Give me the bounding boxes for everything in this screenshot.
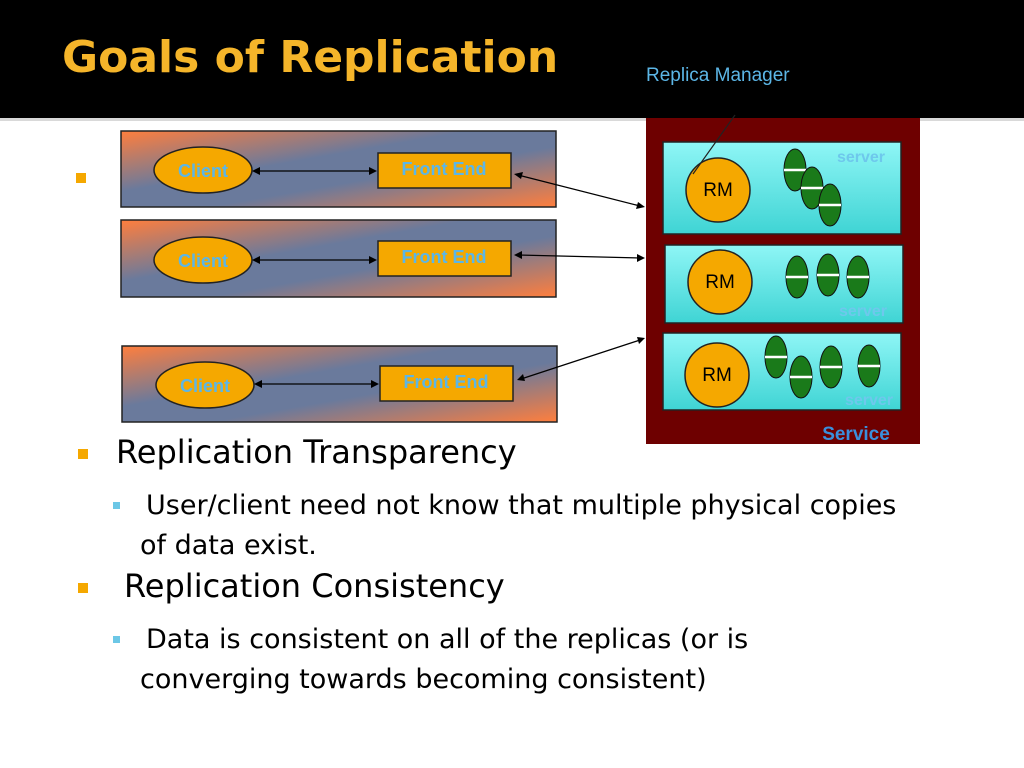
front-end-box — [377, 240, 512, 277]
service-label: Service — [822, 424, 890, 445]
client-panel-1: Client Front End — [120, 130, 557, 208]
bullet-icon — [76, 173, 86, 183]
rm-circle — [687, 249, 753, 315]
title-divider — [0, 118, 1024, 121]
sub-bullet-icon — [113, 636, 120, 643]
client-label: Client — [178, 251, 228, 271]
sub-bullet-transparency-text: User/client need not know that multiple … — [140, 490, 897, 561]
server-label: server — [839, 303, 887, 320]
front-end-label: Front End — [404, 372, 489, 392]
bullet-replication-consistency: Replication Consistency — [124, 567, 505, 605]
replica-icon — [819, 345, 843, 389]
connector-2 — [514, 251, 645, 262]
replica-manager-pointer — [692, 114, 736, 175]
sub-bullet-icon — [113, 502, 120, 509]
client-panel-3: Client Front End — [121, 345, 558, 423]
server-1: server RM — [662, 141, 902, 235]
slide-title: Goals of Replication — [62, 32, 559, 83]
client-oval — [155, 361, 255, 409]
rm-label: RM — [703, 180, 733, 201]
replica-icon — [785, 255, 809, 299]
server-2: server RM — [664, 244, 904, 324]
front-end-box — [379, 365, 514, 402]
front-end-label: Front End — [402, 159, 487, 179]
title-divider-highlight — [0, 121, 1024, 125]
front-end-box — [377, 152, 512, 189]
bullet-icon — [78, 583, 88, 593]
server-3: server RM — [662, 332, 902, 411]
connector-1 — [514, 172, 645, 209]
replica-icon — [846, 255, 870, 299]
client-panel-2: Client Front End — [120, 219, 557, 298]
rm-label: RM — [705, 272, 735, 293]
title-bar: Goals of Replication Replica Manager — [0, 0, 1024, 118]
sub-bullet-consistency-text: Data is consistent on all of the replica… — [140, 624, 749, 695]
client-label: Client — [180, 376, 230, 396]
replica-icon — [816, 253, 840, 297]
bullet-icon — [78, 449, 88, 459]
rm-label: RM — [702, 365, 732, 386]
bullet-replication-transparency: Replication Transparency — [116, 433, 517, 471]
client-label: Client — [178, 161, 228, 181]
replica-icon — [818, 183, 842, 227]
server-label: server — [837, 149, 885, 166]
rm-circle — [684, 342, 750, 408]
front-end-label: Front End — [402, 247, 487, 267]
client-oval — [153, 146, 253, 194]
replica-manager-label: Replica Manager — [646, 65, 790, 86]
connector-3 — [517, 337, 645, 381]
server-label: server — [845, 392, 893, 409]
replica-icon — [857, 344, 881, 388]
rm-circle — [685, 157, 751, 223]
replica-icon — [789, 355, 813, 399]
replica-icon — [764, 335, 788, 379]
